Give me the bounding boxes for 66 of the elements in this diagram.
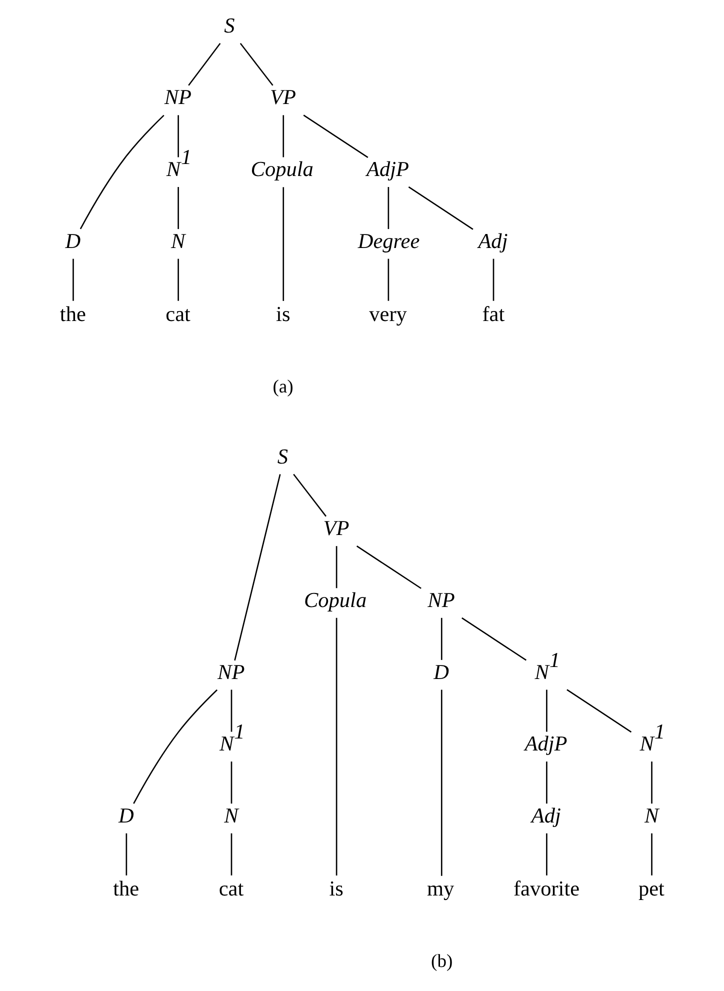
connector	[234, 474, 280, 661]
node-text: AdjP	[366, 157, 409, 182]
connector	[177, 186, 178, 230]
connector	[302, 114, 368, 158]
node-text: Adj	[530, 803, 560, 828]
node-text: Copula	[250, 157, 313, 182]
connector	[292, 474, 326, 517]
node-text: cat	[165, 302, 190, 326]
connector	[230, 762, 232, 804]
connector	[546, 762, 547, 804]
connector	[650, 762, 652, 804]
connector	[492, 258, 494, 301]
node-text: N	[224, 803, 238, 828]
label: (b)	[430, 951, 452, 972]
node-text: S	[224, 13, 234, 38]
connector	[230, 690, 232, 732]
node-text: N	[170, 228, 185, 253]
connector	[387, 186, 389, 230]
node-text: my	[426, 876, 454, 901]
node-text: favorite	[512, 876, 580, 901]
node-text: Copula	[303, 588, 366, 612]
connector	[387, 258, 389, 301]
node-text: VP	[270, 85, 296, 110]
connector	[177, 258, 178, 301]
node-text: D	[118, 803, 134, 828]
connector	[132, 689, 218, 804]
node-text: Adj	[478, 228, 508, 253]
connector	[177, 115, 178, 158]
connector	[239, 42, 273, 86]
node-text: S	[276, 444, 288, 468]
node-text: Degree	[357, 228, 420, 253]
node-text: NP	[164, 85, 192, 110]
label: (a)	[272, 376, 293, 398]
connector	[440, 690, 442, 876]
node-text: the	[59, 302, 86, 326]
node-text: cat	[218, 876, 244, 901]
connector	[566, 689, 632, 733]
connector	[335, 618, 337, 876]
node-text: very	[368, 302, 406, 326]
node-text: NP	[217, 660, 244, 684]
connector	[546, 690, 547, 732]
node-text: is	[276, 302, 290, 326]
connector	[282, 187, 284, 301]
node-text: is	[328, 876, 343, 901]
connector	[230, 833, 232, 876]
connector	[461, 617, 526, 661]
connector	[546, 833, 547, 876]
node-text: VP	[322, 516, 349, 540]
node-text: fat	[482, 302, 504, 326]
connector	[79, 114, 164, 230]
connector	[650, 833, 652, 876]
connector	[72, 258, 74, 301]
node-text: pet	[638, 876, 664, 901]
node-text: AdjP	[524, 732, 567, 756]
node-text: NP	[427, 588, 454, 612]
connector	[440, 618, 442, 660]
connector	[335, 546, 337, 588]
node-text: D	[433, 660, 449, 684]
connector	[282, 115, 284, 158]
connector	[356, 546, 421, 589]
node-text: N	[644, 803, 658, 828]
node-text: D	[64, 228, 80, 253]
connector	[188, 42, 220, 86]
connector	[125, 833, 127, 876]
connector	[408, 186, 473, 230]
node-text: the	[112, 876, 139, 901]
